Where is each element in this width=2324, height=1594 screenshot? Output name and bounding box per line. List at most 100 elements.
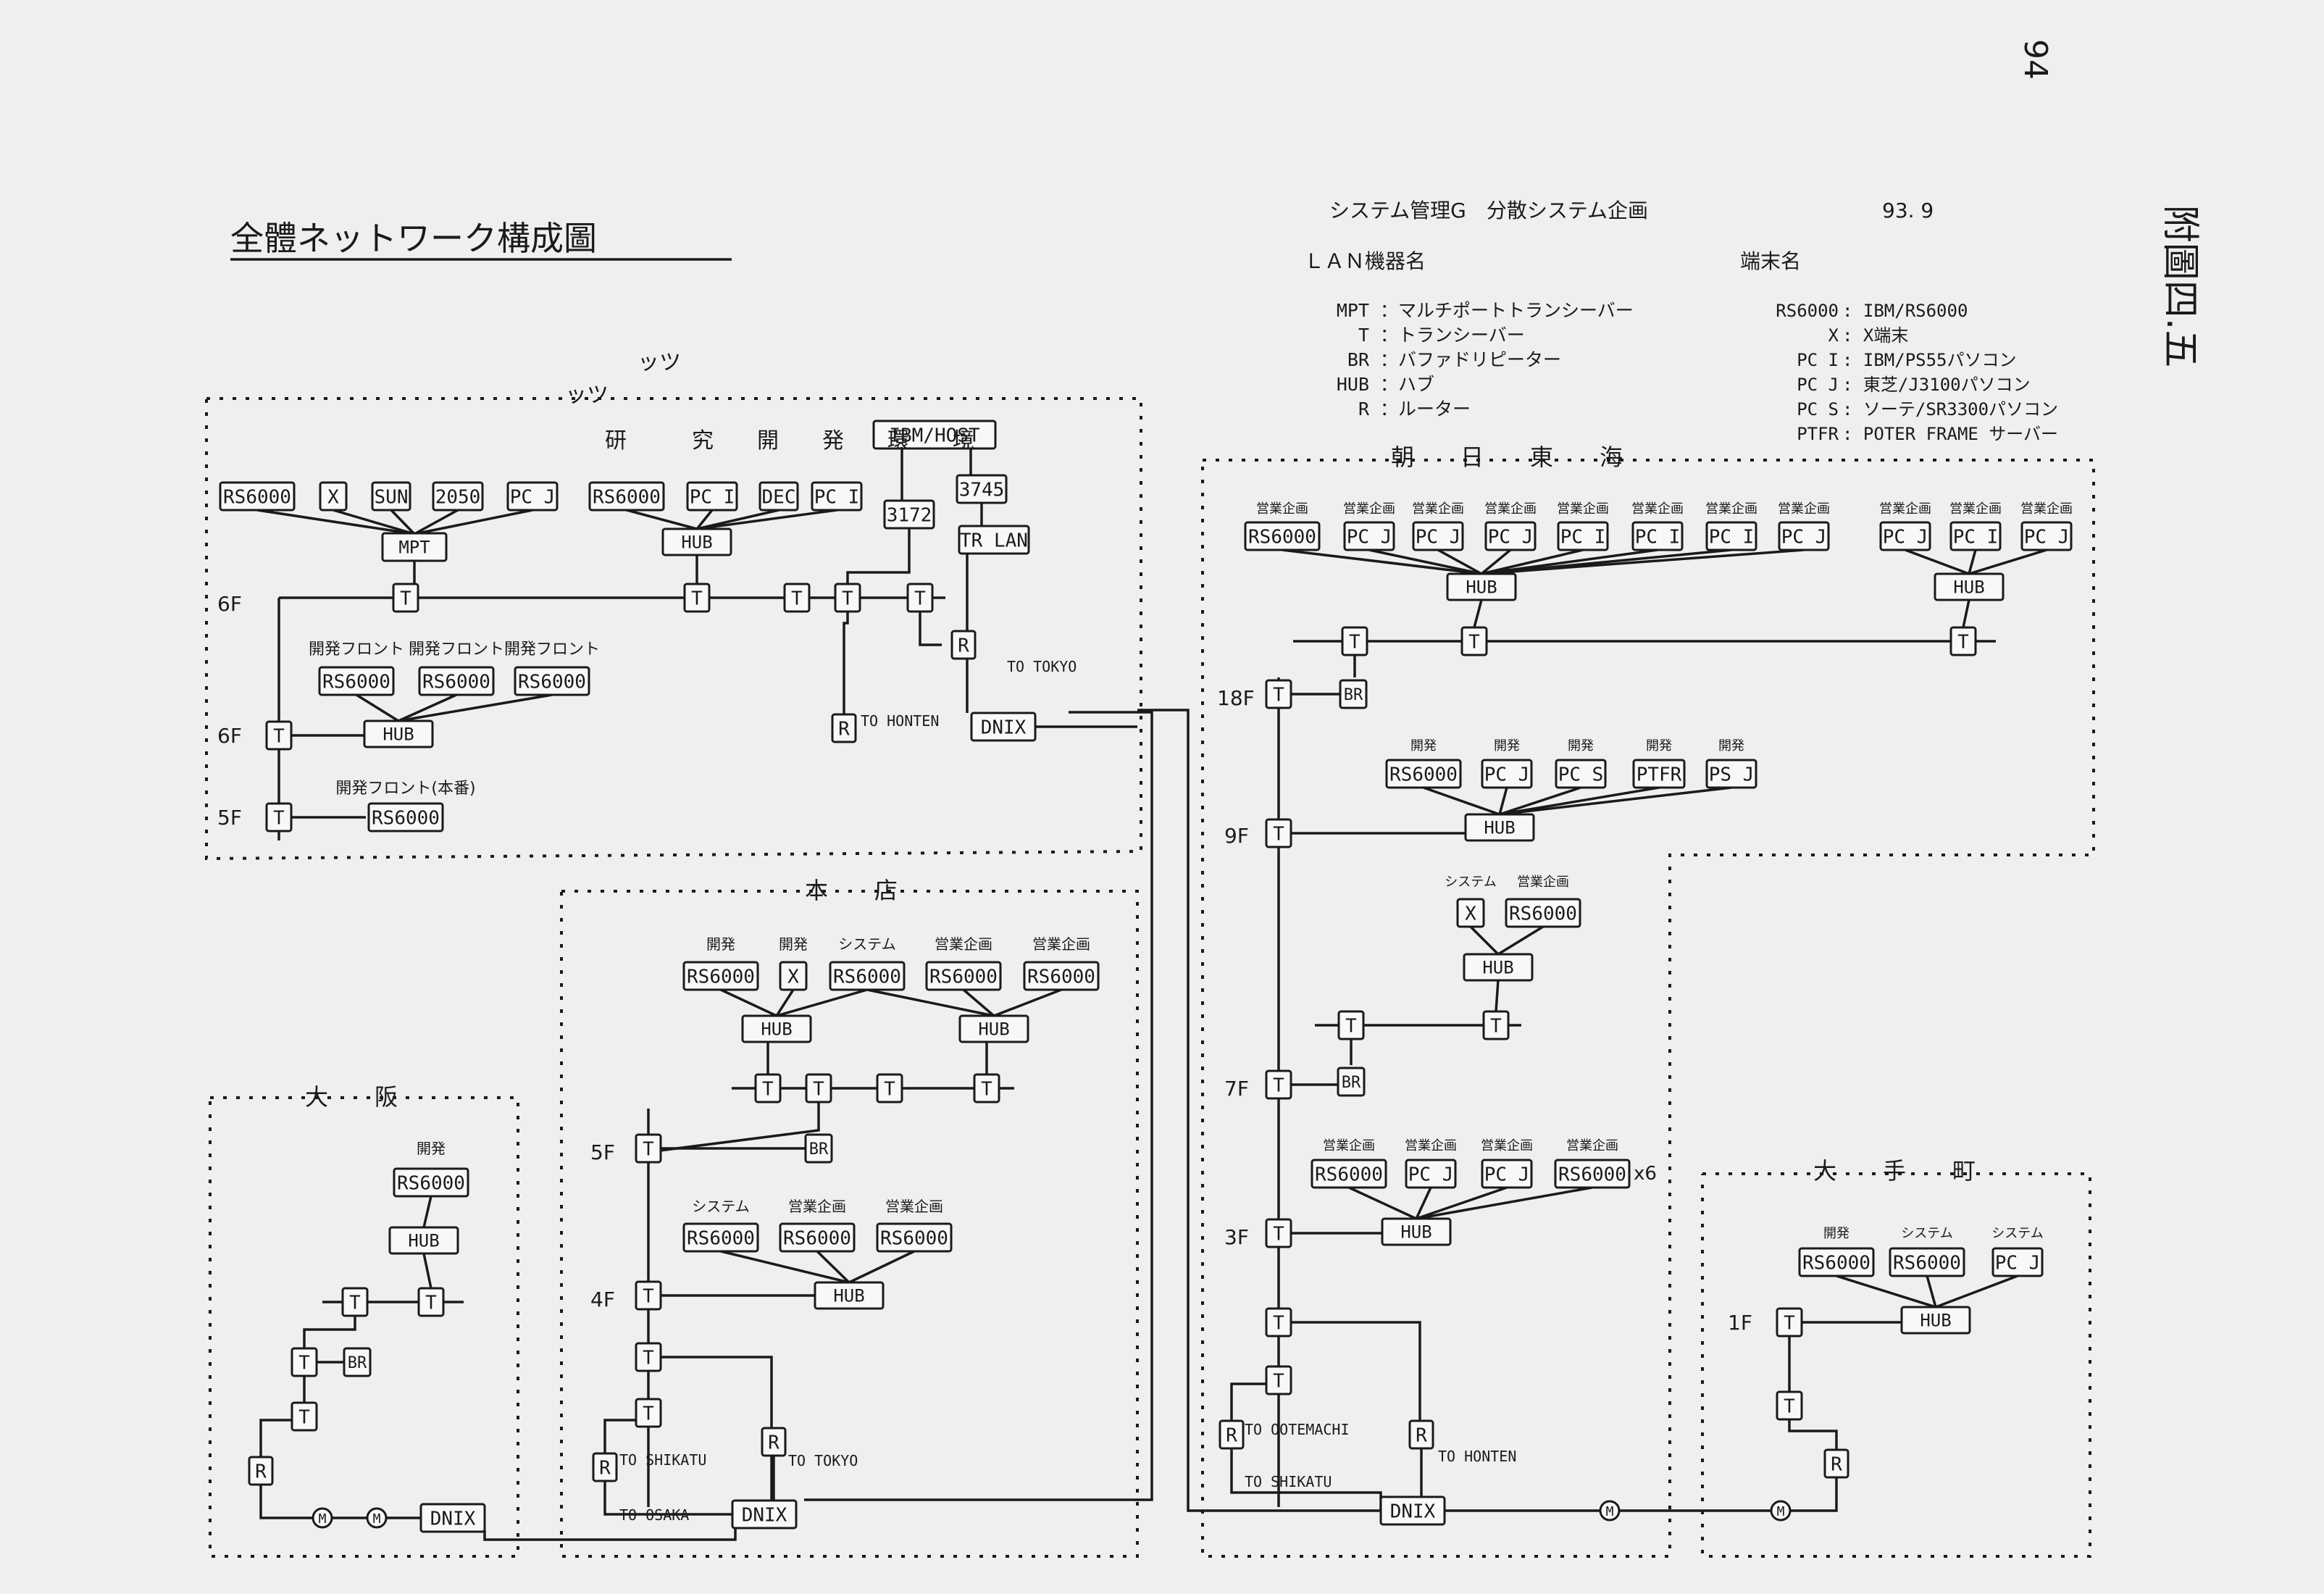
- terminal-rs6000: RS6000: [829, 961, 906, 991]
- network-link: [603, 1481, 732, 1516]
- site-label-osaka: 大 阪: [305, 1083, 398, 1111]
- transceiver-t-frame: [290, 1347, 318, 1377]
- transceiver-t-frame: [1265, 679, 1292, 709]
- otemachi-floor-1f: 1F: [1728, 1311, 1752, 1335]
- transceiver-t-label: T: [1273, 1075, 1284, 1096]
- terminal-pcj-label: PC J: [1484, 1164, 1530, 1185]
- terminal-pci-frame: [1631, 521, 1684, 551]
- terminal-legend-code: PC S: [1797, 399, 1839, 420]
- terminal-rs6000-frame: [367, 802, 444, 833]
- terminal-rs6000-label: RS6000: [223, 486, 291, 508]
- terminal-rs6000: RS6000: [1798, 1247, 1875, 1277]
- transceiver-t-frame: [290, 1401, 318, 1432]
- token-ring-lan: TR LAN: [958, 525, 1030, 555]
- terminal-pcj-frame: [1343, 521, 1395, 551]
- lan-legend-code: R: [1358, 398, 1370, 420]
- hub-link: [1499, 786, 1660, 816]
- asahi-3f-label: 営業企画: [1323, 1138, 1375, 1153]
- network-link: [846, 528, 911, 584]
- transceiver-t: T: [265, 720, 293, 751]
- lan-legend-desc: ：マルチポートトランシーバー: [1380, 300, 1634, 321]
- network-link: [259, 1485, 467, 1519]
- otemachi-group-label: 開発: [1823, 1226, 1849, 1241]
- transceiver-t-label: T: [1273, 823, 1284, 845]
- hub-link: [1282, 548, 1482, 575]
- router-r-frame: [831, 713, 857, 743]
- otemachi-group-label: システム: [1901, 1226, 1952, 1241]
- terminal-pcj-frame: [1405, 1159, 1457, 1189]
- transceiver-t: T: [1776, 1307, 1803, 1338]
- terminal-sun: SUN: [371, 481, 411, 512]
- terminal-pcj: PC J: [1343, 521, 1395, 551]
- date-label: 93. 9: [1882, 199, 1934, 222]
- router-r: R: [592, 1452, 618, 1482]
- hub-link: [1499, 786, 1732, 816]
- transceiver-t-frame: [1482, 1010, 1510, 1040]
- buffered-repeater-br-label: BR: [348, 1354, 367, 1372]
- terminal-rs6000-frame: [514, 666, 590, 696]
- asahi-9f-label: 開発: [1568, 738, 1594, 754]
- terminal-legend-code: RS6000: [1776, 301, 1839, 321]
- lan-legend-code: HUB: [1337, 374, 1369, 395]
- router-r: R: [1823, 1448, 1849, 1479]
- transceiver-t-label: T: [791, 588, 803, 609]
- transceiver-t-label: T: [691, 588, 703, 609]
- asahi-floor-3f: 3F: [1224, 1225, 1249, 1249]
- terminal-psj: PS J: [1705, 759, 1757, 789]
- terminal-pci-frame: [1557, 521, 1609, 551]
- terminal-rs6000: RS6000: [418, 666, 495, 696]
- transceiver-t-frame: [1265, 1069, 1292, 1100]
- terminal-pcj-label: PC J: [1347, 526, 1392, 548]
- terminal-pcj-frame: [2020, 521, 2073, 551]
- terminal-rs6000: RS6000: [682, 1222, 759, 1253]
- hub-hub-label: HUB: [833, 1286, 864, 1306]
- terminal-pci-frame: [811, 481, 863, 512]
- transceiver-t: T: [1776, 1390, 1803, 1421]
- terminal-rs6000-frame: [682, 1222, 759, 1253]
- buffered-repeater-br-frame: [804, 1133, 833, 1164]
- terminal-pcj-frame: [1991, 1247, 2044, 1277]
- hub-link: [333, 509, 415, 535]
- dnix-router-label: DNIX: [1390, 1501, 1436, 1522]
- hub-hub: HUB: [1463, 953, 1534, 982]
- transceiver-t-label: T: [1784, 1395, 1795, 1417]
- transceiver-t-label: T: [1468, 631, 1480, 653]
- lan-legend-desc: ：ルーター: [1380, 398, 1471, 420]
- terminal-pci: PC I: [811, 481, 863, 512]
- terminal-rs6000: RS6000: [1505, 898, 1581, 928]
- terminal-x-label: X: [1465, 903, 1476, 925]
- router-r: R: [831, 713, 857, 743]
- terminal-rs6000: RS6000: [1311, 1159, 1387, 1189]
- terminal-rs6000-frame: [588, 481, 665, 512]
- terminal-legend-desc: : POTER FRAME サーバー: [1842, 424, 2058, 444]
- transceiver-t: T: [1460, 626, 1488, 656]
- hub-link: [356, 693, 399, 722]
- hub-link: [414, 509, 533, 535]
- transceiver-t: T: [417, 1287, 445, 1317]
- terminal-pcj-label: PC J: [1416, 526, 1461, 548]
- asahi-group-label: 営業企画: [2020, 501, 2073, 517]
- transceiver-t: T: [635, 1280, 662, 1311]
- front-group-label: 開発フロント: [409, 640, 504, 659]
- honten-mid-label: 営業企画: [885, 1198, 943, 1215]
- asahi-9f-label: 開発: [1646, 738, 1672, 754]
- terminal-legend-code: PC I: [1797, 350, 1839, 370]
- honten-group-label: 開発: [706, 935, 735, 953]
- terminal-pcj-label: PC J: [1408, 1164, 1454, 1185]
- multiport-transceiver-mpt-frame: [381, 532, 448, 562]
- osaka-group-label: 開発: [417, 1140, 446, 1157]
- controller-3172: 3172: [883, 499, 935, 530]
- router-r: R: [950, 630, 977, 660]
- honten-floor-4f: 4F: [590, 1288, 615, 1311]
- terminal-pcj-frame: [1481, 1159, 1533, 1189]
- hub-link: [1481, 548, 1805, 575]
- terminal-pcj-label: PC J: [510, 486, 556, 508]
- modem-icon: M: [366, 1507, 388, 1529]
- hub-hub-label: HUB: [408, 1231, 439, 1251]
- hub-link: [1481, 548, 1584, 575]
- terminal-rs6000-frame: [219, 481, 296, 512]
- terminal-sun-frame: [371, 481, 411, 512]
- token-ring-lan-label: TR LAN: [960, 530, 1028, 551]
- hub-hub: HUB: [388, 1226, 459, 1255]
- terminal-dec: DEC: [758, 481, 799, 512]
